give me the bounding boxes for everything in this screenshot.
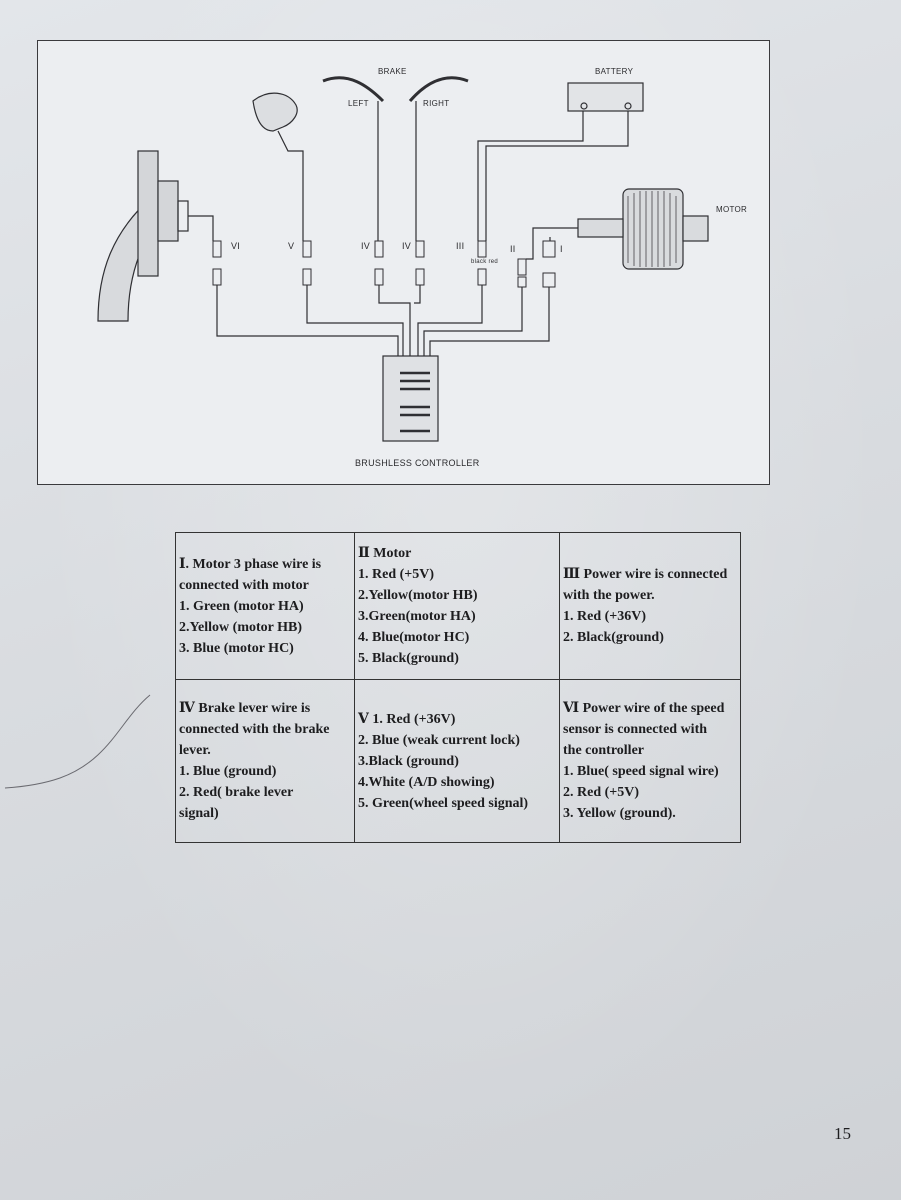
- cell-line: 2. Blue (weak current lock): [358, 732, 520, 748]
- cell-line: 2. Red( brake lever: [179, 785, 294, 800]
- battery-label: BATTERY: [595, 67, 634, 76]
- connector-row: [212, 240, 556, 288]
- cell-line: sensor is connected with: [563, 722, 708, 737]
- connector-i-label: I: [560, 244, 563, 254]
- cell-line: 1. Blue( speed signal wire): [563, 764, 719, 779]
- page-number: 15: [834, 1124, 851, 1143]
- cell-line: lever.: [179, 743, 211, 758]
- cell-line: connected with the brake: [179, 722, 330, 737]
- brake-label: BRAKE: [378, 67, 407, 76]
- cell-line: 2.Yellow (motor HB): [179, 619, 302, 635]
- cell-title: Ⅵ Power wire of the speed: [563, 701, 725, 716]
- cell-line: 5. Black(ground): [358, 651, 459, 666]
- motor-label: MOTOR: [716, 205, 748, 214]
- cell-title: Ⅴ 1. Red (+36V): [358, 711, 456, 727]
- cell-line: 4.White (A/D showing): [358, 774, 495, 790]
- cell-motor-phase-wire: Ⅰ. Motor 3 phase wire is connected with …: [175, 532, 355, 680]
- cell-speed-sensor-wire: Ⅵ Power wire of the speed sensor is conn…: [559, 679, 741, 843]
- connector-iv-left-label: IV: [361, 241, 371, 251]
- battery-icon: [567, 82, 644, 112]
- cell-line: 1. Red (+36V): [563, 609, 647, 624]
- cell-line: 4. Blue(motor HC): [358, 630, 470, 645]
- cell-motor: Ⅱ Motor 1. Red (+5V) 2.Yellow(motor HB) …: [354, 532, 560, 680]
- cell-line: 1. Green (motor HA): [179, 598, 304, 614]
- cell-line: the controller: [563, 743, 644, 758]
- table-row: Ⅰ. Motor 3 phase wire is connected with …: [175, 532, 741, 680]
- connector-iii-label: III: [456, 241, 465, 251]
- controller-label: BRUSHLESS CONTROLLER: [355, 458, 480, 468]
- table-row: Ⅳ Brake lever wire is connected with the…: [175, 679, 741, 843]
- throttle-mount-icon: [137, 150, 159, 277]
- brake-lever-right-icon: [408, 76, 469, 102]
- cell-power-wire: Ⅲ Power wire is connected with the power…: [559, 532, 741, 680]
- left-label: LEFT: [348, 99, 369, 108]
- brake-lever-left-icon: [322, 76, 385, 103]
- cell-title: Ⅲ Power wire is connected: [563, 567, 728, 582]
- cell-display-wire: Ⅴ 1. Red (+36V) 2. Blue (weak current lo…: [354, 679, 560, 843]
- pencil-mark: [4, 694, 151, 789]
- cell-line: 3.Black (ground): [358, 753, 459, 769]
- wiring-diagram: BRAKE LEFT RIGHT BATTERY MOTOR black red…: [37, 40, 770, 485]
- cell-line: 5. Green(wheel speed signal): [358, 795, 529, 811]
- speed-display-icon: [252, 92, 298, 132]
- cell-title: Ⅰ. Motor 3 phase wire is: [179, 556, 322, 572]
- wiring-diagram-drawing: [97, 76, 709, 442]
- cell-line: with the power.: [563, 588, 655, 603]
- cell-line: signal): [179, 806, 219, 821]
- black-red-label: black red: [471, 259, 499, 265]
- cell-line: 1. Blue (ground): [179, 764, 277, 779]
- cell-line: 2. Red (+5V): [563, 785, 640, 800]
- connector-ii-label: II: [510, 244, 516, 254]
- connector-iv-right-label: IV: [402, 241, 412, 251]
- cell-line: 3. Blue (motor HC): [179, 640, 294, 656]
- connector-vi-label: VI: [231, 241, 241, 251]
- cell-title: Ⅳ Brake lever wire is: [179, 701, 311, 716]
- brushless-controller-icon: [382, 355, 439, 442]
- cell-line: 2. Black(ground): [563, 630, 664, 645]
- motor-icon: [622, 188, 684, 270]
- cell-title: Ⅱ Motor: [358, 546, 412, 561]
- cell-line: 3. Yellow (ground).: [563, 806, 676, 821]
- cell-line: 3.Green(motor HA): [358, 609, 476, 624]
- cell-brake-lever-wire: Ⅳ Brake lever wire is connected with the…: [175, 679, 355, 843]
- wire-description-table: Ⅰ. Motor 3 phase wire is connected with …: [175, 532, 741, 843]
- right-label: RIGHT: [423, 99, 450, 108]
- cell-line: 1. Red (+5V): [358, 567, 435, 582]
- connector-v-label: V: [288, 241, 295, 251]
- cell-line: connected with motor: [179, 577, 309, 593]
- cell-line: 2.Yellow(motor HB): [358, 588, 478, 603]
